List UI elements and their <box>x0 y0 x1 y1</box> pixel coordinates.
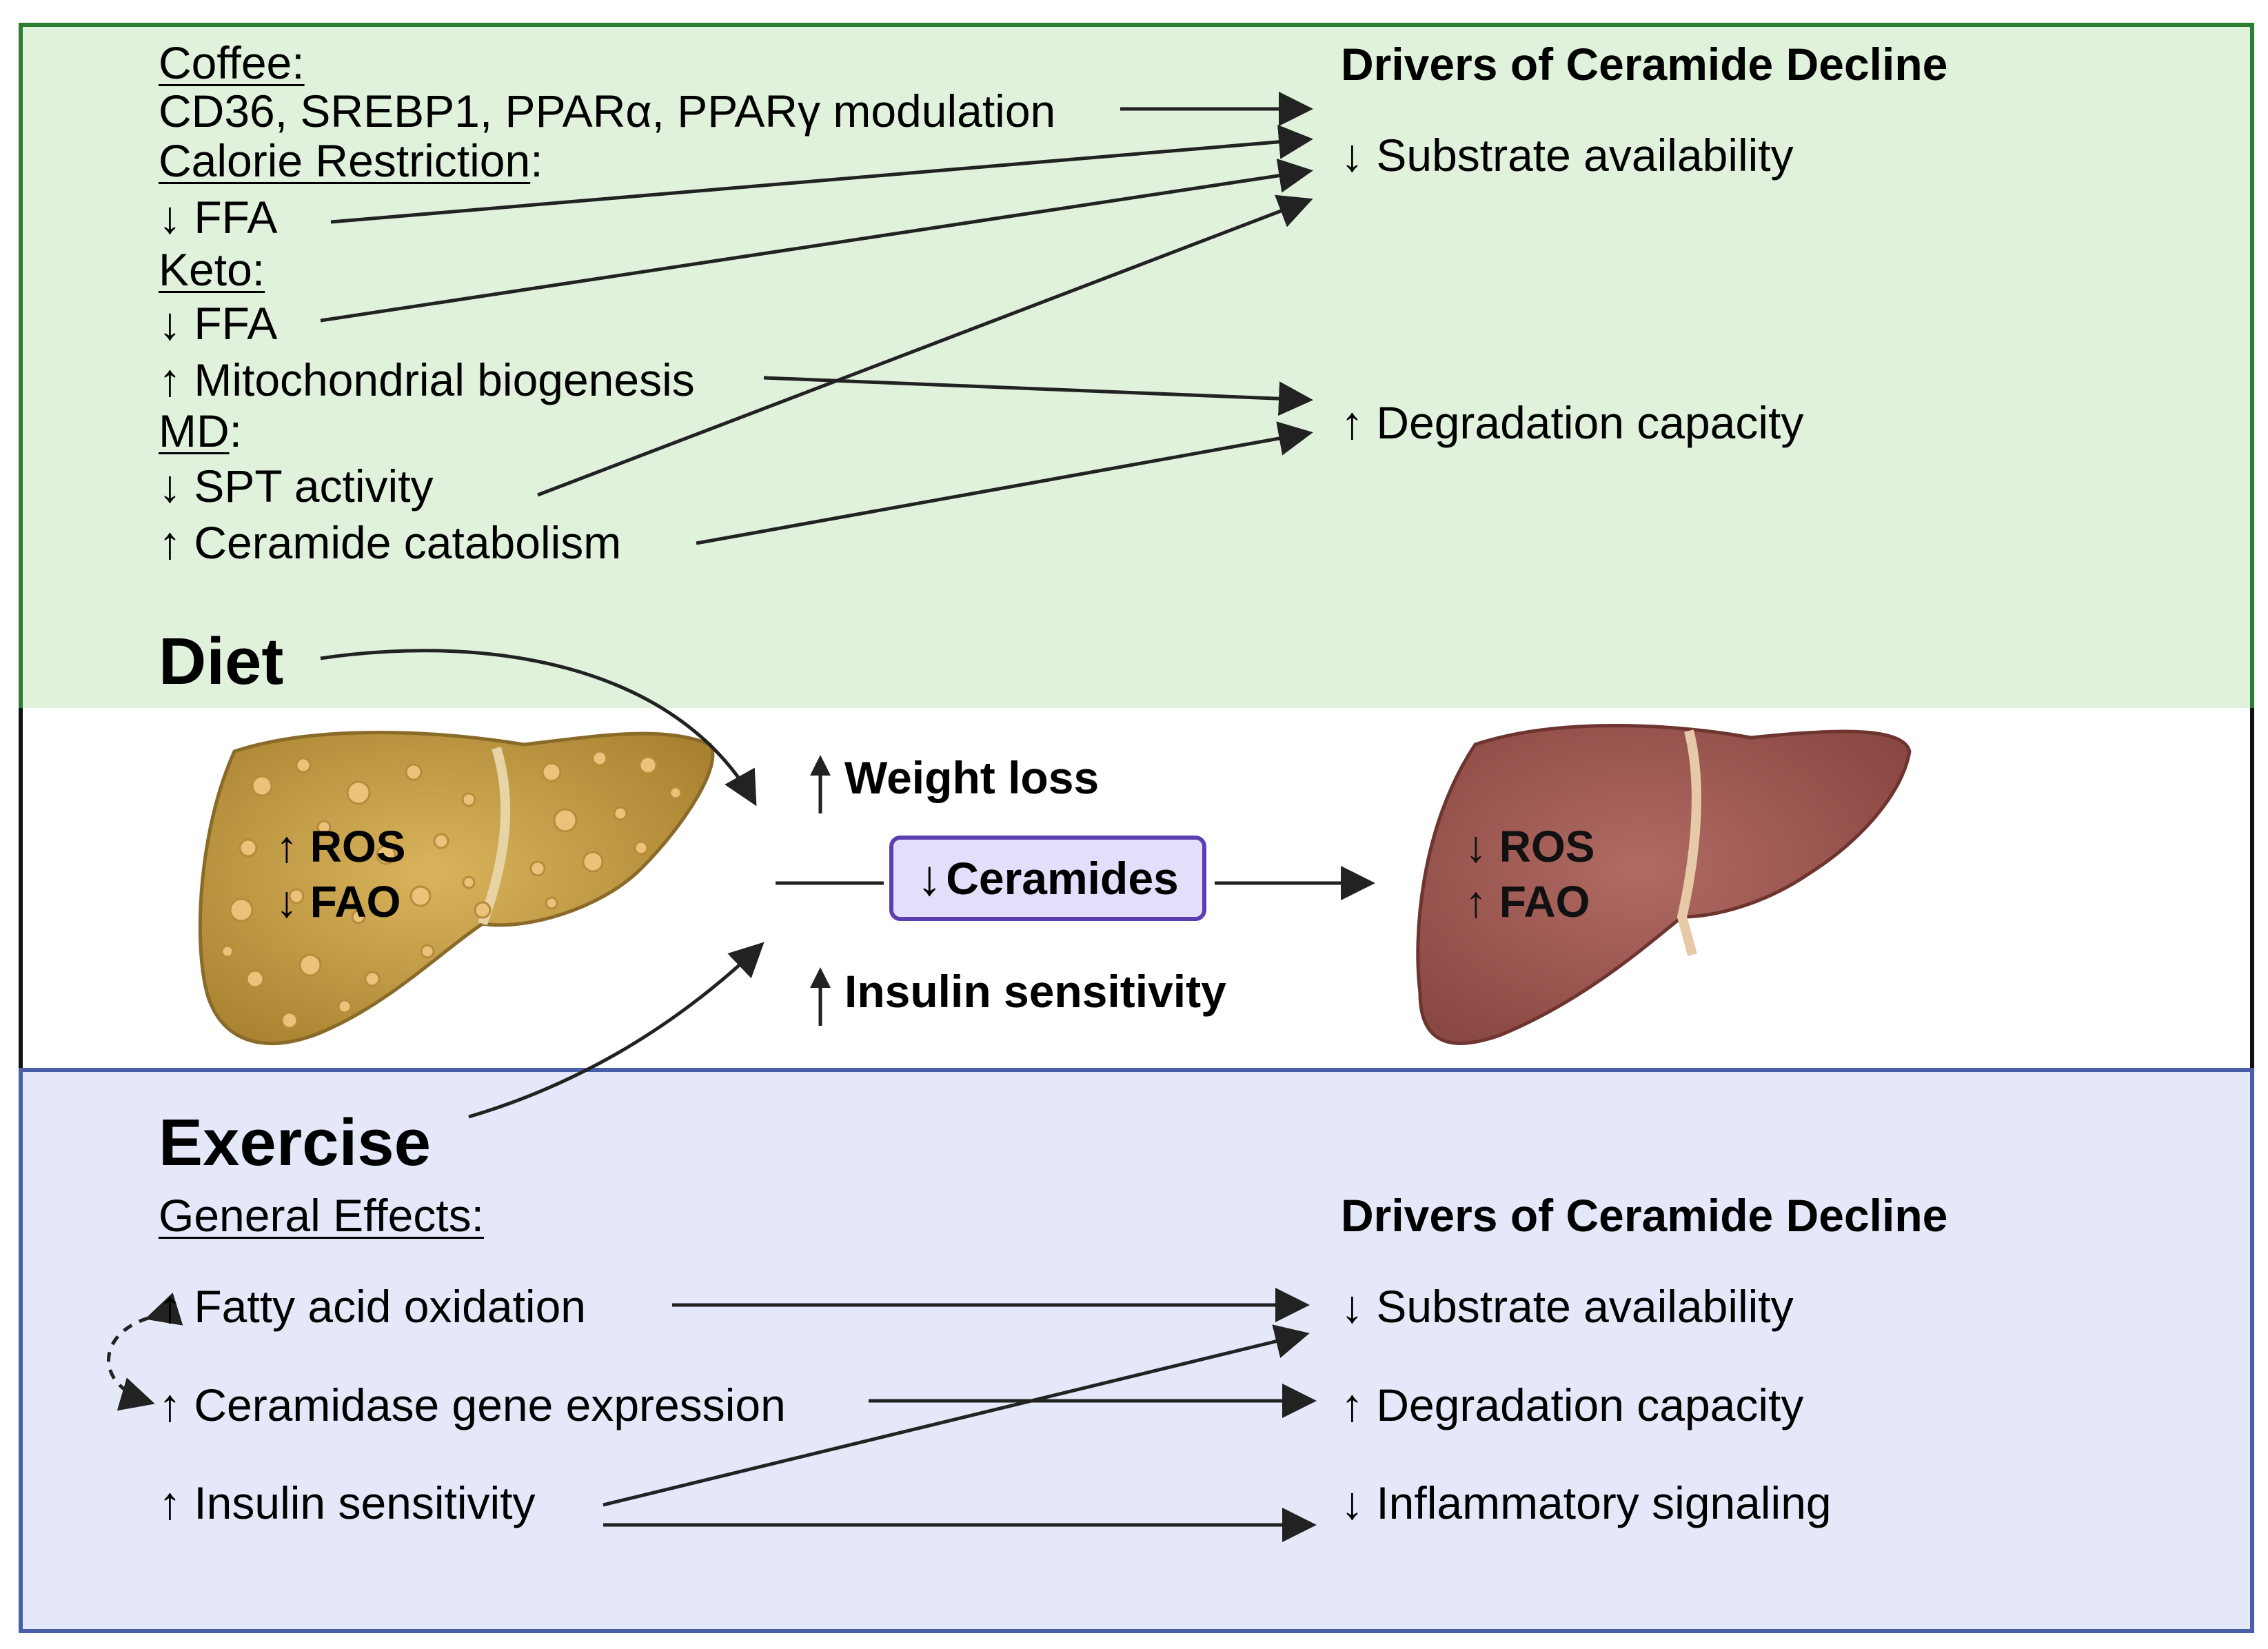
md-effect-catabolism: ↑ Ceramide catabolism <box>159 517 622 568</box>
healthy-liver-labels: ↓ ROS ↑ FAO <box>1465 819 1594 929</box>
exercise-effect-ceramidase: ↑ Ceramidase gene expression <box>159 1379 786 1430</box>
fatty-liver-ros: ↑ ROS <box>276 822 406 871</box>
fatty-liver-labels: ↑ ROS ↓ FAO <box>276 819 405 929</box>
arrow-catabolism-to-degradation <box>696 421 1313 545</box>
arrow-diet-to-center <box>320 649 757 807</box>
coffee-label: Coffee: <box>159 37 305 88</box>
diet-driver-substrate: ↓ Substrate availability <box>1341 130 1794 181</box>
fatty-liver-fao: ↓ FAO <box>276 877 401 927</box>
arrow-mito-to-degradation <box>763 376 1313 416</box>
weight-loss-label: Weight loss <box>844 752 1100 803</box>
ceramides-down-arrow: ↓ <box>917 851 942 906</box>
fat-droplet <box>638 756 658 775</box>
cr-effect: ↓ FFA <box>159 192 278 243</box>
general-effects-label: General Effects: <box>159 1190 485 1241</box>
arrow-keto-ffa-to-substrate <box>320 159 1313 323</box>
fat-droplet <box>245 969 265 989</box>
fat-droplet <box>405 763 423 781</box>
cr-label-text: Calorie Restriction <box>159 135 531 186</box>
fatty-liver-icon <box>198 731 715 1045</box>
diet-panel <box>19 23 2254 712</box>
keto-label: Keto: <box>159 244 265 295</box>
cr-colon: : <box>530 135 543 186</box>
diet-title: Diet <box>159 625 284 698</box>
fat-droplet <box>474 901 492 919</box>
md-label: MD: <box>159 408 242 454</box>
calorie-restriction-label: Calorie Restriction: <box>159 138 543 183</box>
fat-droplet <box>420 944 435 959</box>
healthy-liver-icon <box>1416 724 1912 1045</box>
fat-droplet <box>221 944 234 958</box>
diet-drivers-heading: Drivers of Ceramide Decline <box>1341 39 1948 90</box>
md-colon: : <box>229 405 242 456</box>
fat-droplet <box>613 806 628 821</box>
fat-droplet <box>545 896 558 910</box>
exercise-effect-fao: ↑ Fatty acid oxidation <box>159 1281 586 1332</box>
fat-droplet <box>433 833 449 849</box>
fat-droplet <box>529 860 546 877</box>
fat-droplet <box>281 1011 298 1029</box>
arrow-spt-to-substrate <box>537 194 1313 497</box>
md-effect-spt: ↓ SPT activity <box>159 461 434 512</box>
fat-droplet <box>553 808 578 833</box>
arrow-cr-ffa-to-substrate <box>330 124 1313 224</box>
fat-droplet <box>461 792 476 807</box>
ceramides-label: Ceramides <box>946 853 1179 904</box>
fat-droplet <box>239 838 258 858</box>
fat-droplet <box>364 971 381 987</box>
fat-droplet <box>346 780 371 805</box>
exercise-driver-inflammatory: ↓ Inflammatory signaling <box>1341 1477 1832 1528</box>
fat-droplet <box>316 820 332 835</box>
fat-droplet <box>669 786 682 800</box>
exercise-drivers-heading: Drivers of Ceramide Decline <box>1341 1190 1948 1241</box>
keto-effect-ffa: ↓ FFA <box>159 298 278 349</box>
ceramides-box: ↓ Ceramides <box>889 836 1206 921</box>
fat-droplet <box>409 885 432 907</box>
fat-droplet <box>295 757 312 773</box>
fat-droplet <box>351 909 366 924</box>
healthy-liver-fao: ↑ FAO <box>1465 877 1590 927</box>
fat-droplet <box>376 844 396 865</box>
fat-droplet <box>251 775 273 797</box>
diet-driver-degradation: ↑ Degradation capacity <box>1341 397 1804 448</box>
fat-droplet <box>634 840 649 856</box>
exercise-driver-substrate: ↓ Substrate availability <box>1341 1281 1794 1332</box>
exercise-effect-insulin: ↑ Insulin sensitivity <box>159 1477 536 1528</box>
fat-droplet <box>298 953 322 977</box>
healthy-liver-ros: ↓ ROS <box>1465 822 1595 871</box>
fat-droplet <box>541 762 562 782</box>
arrow-dashed-loop <box>107 1292 183 1411</box>
arrow-exercise-to-center <box>468 942 765 1119</box>
exercise-driver-degradation: ↑ Degradation capacity <box>1341 1379 1804 1430</box>
fat-droplet <box>582 851 604 873</box>
coffee-effect: CD36, SREBP1, PPARα, PPARγ modulation <box>159 85 1056 136</box>
insulin-sensitivity-label: Insulin sensitivity <box>844 966 1226 1017</box>
fat-droplet <box>462 876 476 889</box>
arrow-insulin-to-substrate <box>603 1324 1310 1507</box>
exercise-panel <box>19 1068 2254 1633</box>
keto-effect-mito: ↑ Mitochondrial biogenesis <box>159 354 695 405</box>
fat-droplet <box>591 750 608 767</box>
fat-droplet <box>337 999 352 1014</box>
exercise-title: Exercise <box>159 1106 432 1180</box>
fat-droplet <box>229 898 254 922</box>
md-label-text: MD <box>159 405 230 456</box>
fat-droplet <box>288 888 305 904</box>
